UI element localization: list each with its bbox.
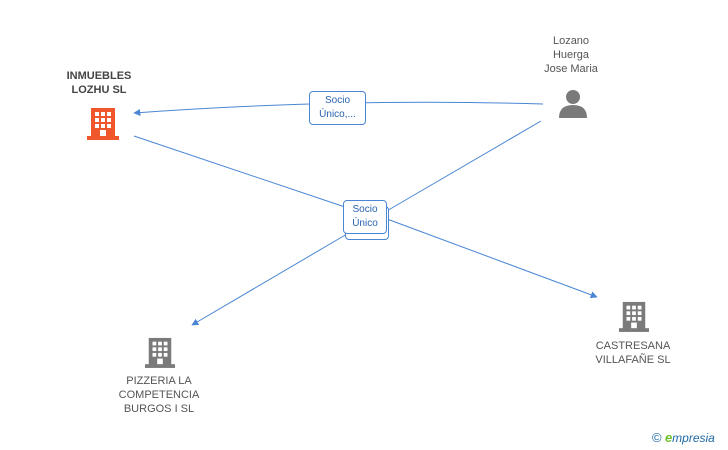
person-icon[interactable] <box>558 88 588 118</box>
building-icon[interactable] <box>619 299 649 333</box>
brand-rest: mpresia <box>672 431 715 445</box>
node-label-castresana[interactable]: CASTRESANA VILLAFAÑE SL <box>595 340 671 366</box>
edge-label-socio-unico-center[interactable]: Socio Único <box>343 200 387 234</box>
building-icon[interactable] <box>145 335 175 369</box>
node-label-pizzeria[interactable]: PIZZERIA LA COMPETENCIA BURGOS I SL <box>118 375 200 415</box>
node-label-inmuebles[interactable]: INMUEBLES LOZHU SL <box>66 70 132 96</box>
edge-center-to-pizzeria <box>191 233 348 326</box>
edge-inmuebles-to-center <box>133 135 346 208</box>
copyright-icon: © <box>652 430 662 445</box>
edge-center-to-castresana <box>386 218 598 299</box>
edge-label-socio-unico-top[interactable]: Socio Único,... <box>309 91 366 125</box>
edge-lozano-to-center <box>384 120 542 213</box>
node-label-lozano[interactable]: Lozano Huerga Jose Maria <box>544 35 598 75</box>
brand-first-letter: e <box>664 430 673 445</box>
building-icon[interactable] <box>87 106 119 140</box>
empresia-watermark[interactable]: © empresia <box>652 430 715 445</box>
